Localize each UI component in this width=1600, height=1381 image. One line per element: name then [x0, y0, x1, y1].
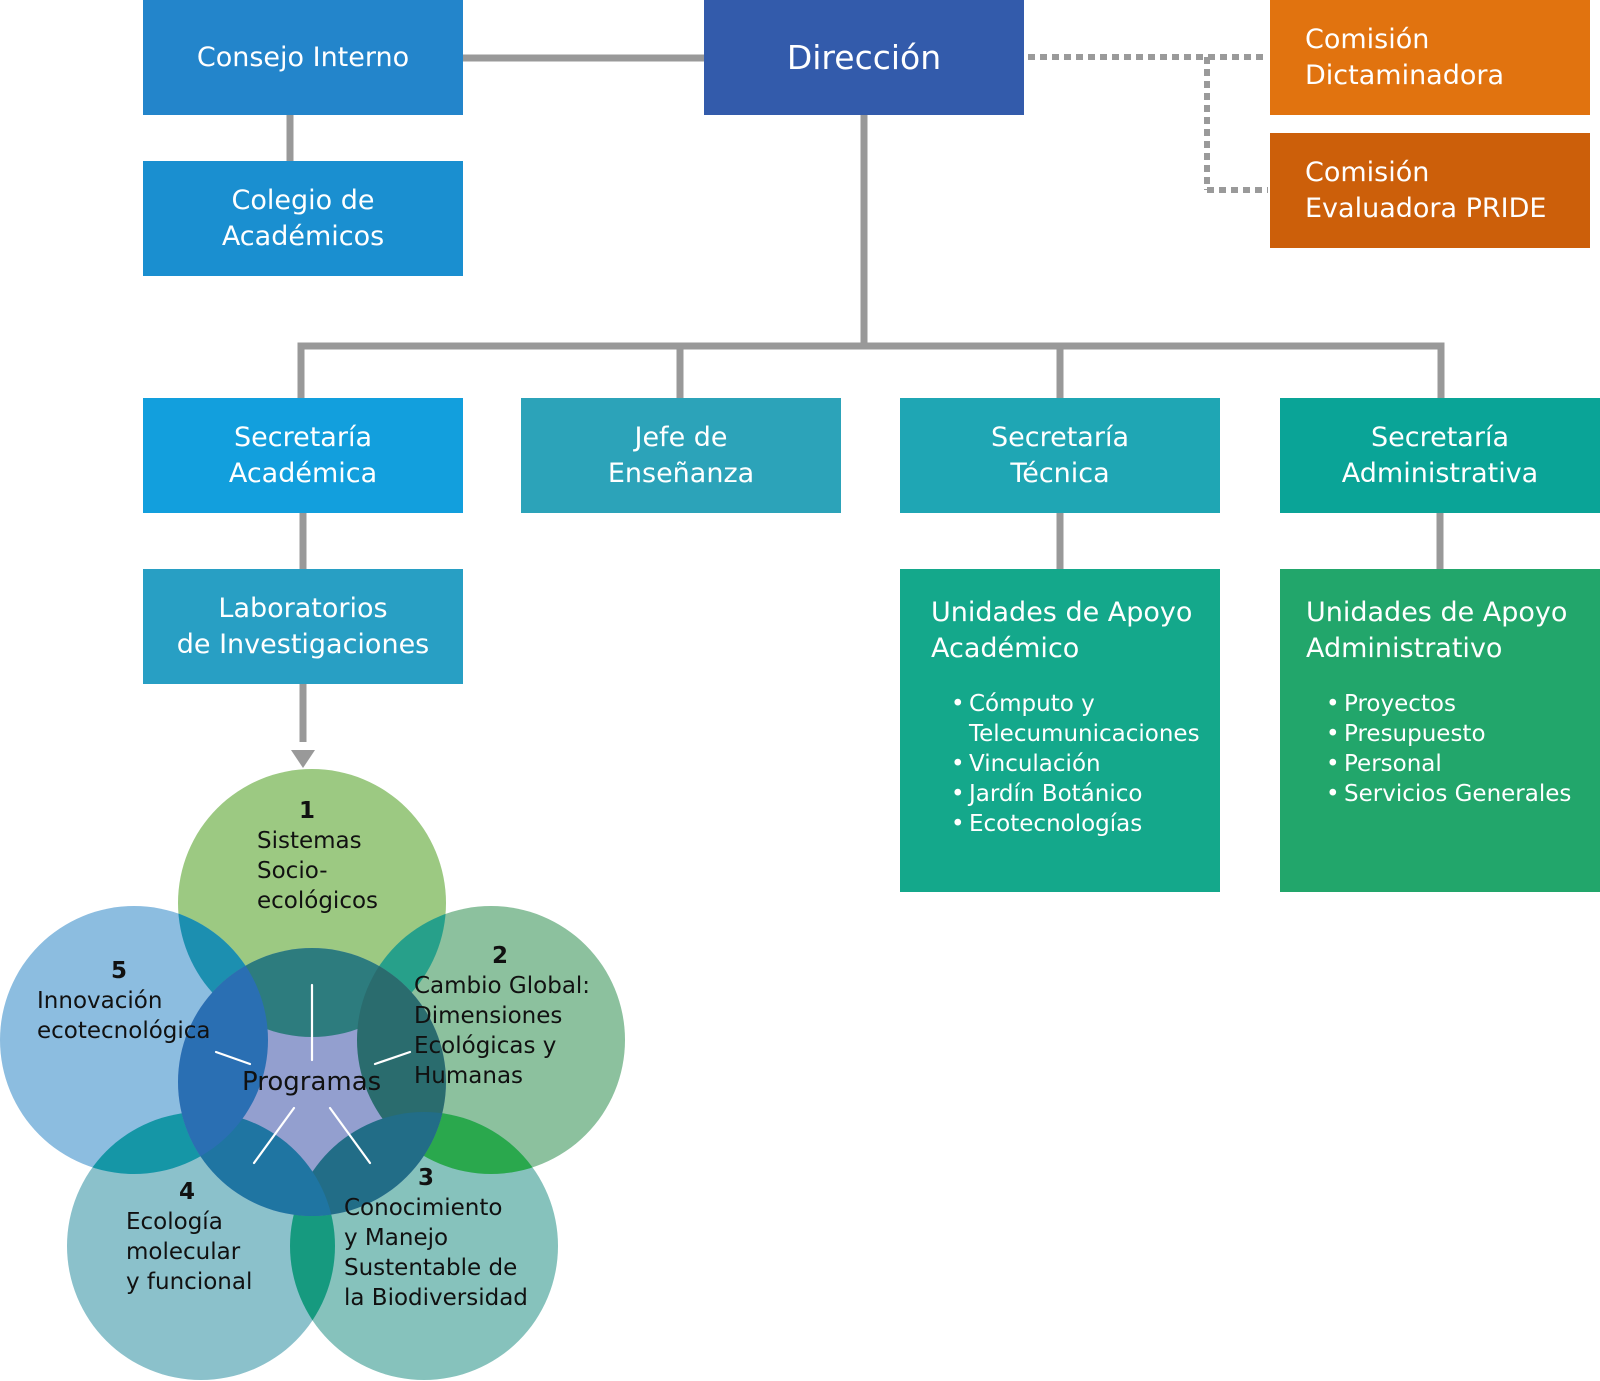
unit-list: ProyectosPresupuestoPersonalServicios Ge… [1306, 689, 1571, 809]
unit-list-item: Ecotecnologías [951, 809, 1200, 839]
box-title-line: Dirección [786, 37, 942, 77]
program-name-line: Ecológicas y [414, 1033, 557, 1059]
programs-venn [0, 769, 625, 1380]
box-direccion: Dirección [704, 0, 1024, 115]
program-number: 4 [179, 1179, 196, 1205]
box-title-line: Jefe de [634, 421, 728, 453]
box-title-line: Consejo Interno [196, 41, 410, 73]
program-name-line: y funcional [126, 1269, 253, 1295]
box-title-line: Técnica [1010, 457, 1110, 489]
unit-list-item: Proyectos [1326, 689, 1571, 719]
box-title-line: Colegio de [231, 184, 375, 216]
program-center-overlap [290, 1112, 446, 1216]
box-consejo-interno: Consejo Interno [143, 0, 463, 115]
program-number: 5 [111, 958, 128, 984]
unit-list-item: Vinculación [951, 749, 1200, 779]
box-title-line: Unidades de Apoyo [931, 597, 1193, 628]
box-title-line: Comisión [1305, 156, 1430, 188]
box-title-line: Laboratorios [218, 592, 388, 624]
program-overlap-fill [357, 906, 446, 1037]
unit-list-item-text: Vinculación [969, 751, 1101, 777]
box-title-line: Enseñanza [607, 457, 755, 489]
box-title-line: Comisión [1305, 23, 1430, 55]
program-center-overlap [178, 1112, 335, 1216]
box-jefe-ensenanza: Jefe de Enseñanza [521, 398, 841, 513]
program-center-overlap-fill [178, 1112, 335, 1216]
unit-list-item-text: Ecotecnologías [969, 811, 1143, 837]
unit-list-item: Cómputo y Telecumunicaciones [951, 689, 1200, 749]
unit-list-item: Jardín Botánico [951, 779, 1200, 809]
program-name-line: y Manejo [344, 1225, 449, 1251]
program-spoke [328, 1106, 372, 1165]
unit-list: Cómputo y TelecumunicacionesVinculaciónJa… [931, 689, 1200, 839]
program-spoke [214, 1050, 252, 1066]
arrowhead-programas [291, 750, 315, 768]
unit-list-item-text: Telecumunicaciones [969, 721, 1200, 747]
box-laboratorios: Laboratorios de Investigaciones [143, 569, 463, 684]
dotted-connectors [1028, 54, 1268, 193]
box-title-line: Secretaría [234, 421, 372, 453]
program-name-line: Conocimiento [344, 1195, 503, 1221]
program-number: 1 [299, 798, 316, 824]
box-title-line: Académico [931, 633, 1080, 664]
unit-list-item: Servicios Generales [1326, 779, 1571, 809]
unit-list-item-text: Proyectos [1344, 691, 1456, 717]
program-number: 3 [418, 1165, 435, 1191]
box-colegio-academicos: Colegio de Académicos [143, 161, 463, 276]
program-name-line: ecotecnológica [37, 1018, 211, 1044]
program-spoke [373, 1050, 412, 1066]
box-title-line: Secretaría [991, 421, 1129, 453]
box-title-line: Administrativa [1341, 457, 1539, 489]
program-name-line: Humanas [414, 1063, 524, 1089]
program-name-line: Sustentable de [344, 1255, 518, 1281]
program-center-overlap-fill [290, 1112, 446, 1216]
unit-list-item-text: Personal [1344, 751, 1442, 777]
program-name-line: molecular [126, 1239, 241, 1265]
unit-list-item-text: Servicios Generales [1344, 781, 1572, 807]
box-title-line: Académicos [221, 220, 385, 252]
program-overlap [357, 906, 446, 1037]
box-title-line: Académica [228, 457, 378, 489]
box-title-line: Administrativo [1306, 633, 1503, 664]
connector-horizontal-bus [297, 342, 1445, 400]
program-spoke [252, 1106, 296, 1165]
box-title-line: Secretaría [1371, 421, 1509, 453]
programs-spokes [214, 983, 412, 1165]
connectors [286, 54, 1445, 742]
program-name-line: ecológicos [257, 888, 379, 914]
box-unidades-apoyo-administrativo: Unidades de ApoyoAdministrativoProyectos… [1280, 569, 1600, 892]
unit-list-item: Presupuesto [1326, 719, 1571, 749]
unit-list-item-text: Cómputo y [969, 691, 1095, 717]
unit-list-item-text: Presupuesto [1344, 721, 1486, 747]
program-name-line: la Biodiversidad [344, 1285, 528, 1311]
program-number: 2 [492, 943, 509, 969]
unit-list-item: Personal [1326, 749, 1571, 779]
unit-list-item-text: Jardín Botánico [969, 781, 1143, 807]
program-name-line: Innovación [37, 988, 163, 1014]
box-title-line: de Investigaciones [176, 628, 430, 660]
program-name-line: Cambio Global: [414, 973, 591, 999]
program-name-line: Dimensiones [414, 1003, 563, 1029]
programs-center-label: Programas [242, 1067, 382, 1097]
program-name-line: Ecología [126, 1209, 223, 1235]
program-name-line: Sistemas [257, 828, 362, 854]
box-title-line: Evaluadora PRIDE [1305, 192, 1547, 224]
box-unidades-apoyo-academico: Unidades de ApoyoAcadémicoCómputo y Telec… [900, 569, 1220, 892]
box-title-line: Dictaminadora [1305, 59, 1505, 91]
box-title-line: Unidades de Apoyo [1306, 597, 1568, 628]
program-name-line: Socio- [257, 858, 328, 884]
